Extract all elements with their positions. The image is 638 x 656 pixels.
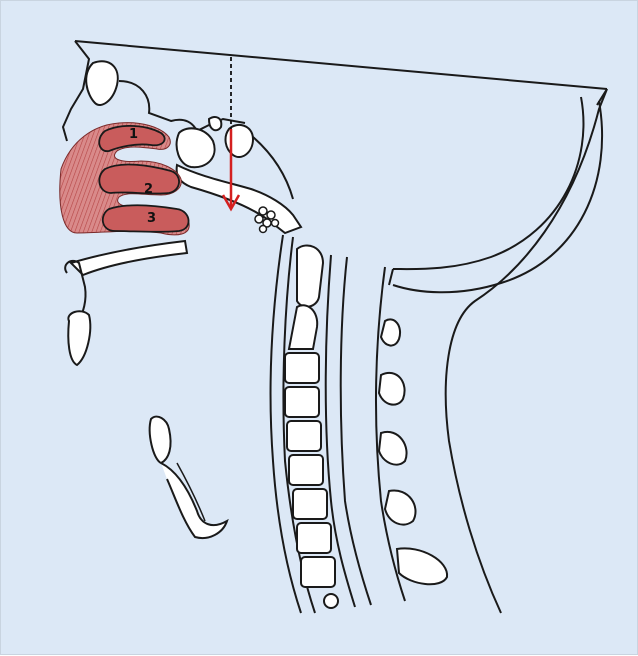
turbinates (60, 123, 189, 235)
occipital-bone (389, 97, 602, 292)
upper-tooth (68, 311, 90, 365)
cervical-spine (285, 245, 338, 608)
sinus-shape (86, 61, 118, 105)
turbinate-label-1: 1 (129, 127, 138, 142)
sphenoid-region (177, 117, 253, 167)
turbinate-label-3: 3 (147, 211, 156, 226)
clivus (177, 165, 301, 233)
turbinate-label-2: 2 (144, 182, 153, 197)
turbinate-3 (103, 205, 189, 232)
lower-tooth (150, 417, 171, 463)
neck-outline (446, 89, 607, 613)
sphenoid-posterior (253, 137, 293, 199)
mandible (161, 463, 227, 538)
spinal-cord (326, 255, 405, 607)
hard-palate (71, 241, 187, 275)
